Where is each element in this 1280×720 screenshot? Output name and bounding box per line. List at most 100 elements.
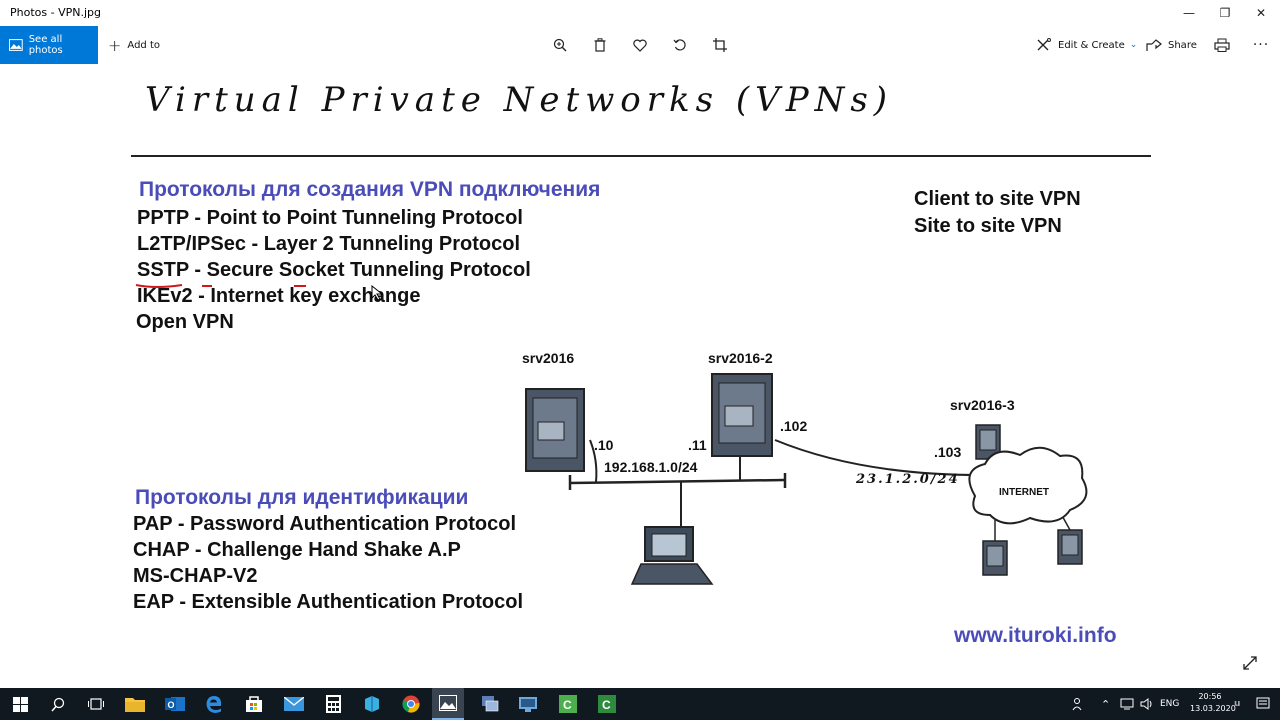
volume-control[interactable]	[1140, 688, 1154, 720]
internet-cloud	[968, 446, 1088, 525]
delete-button[interactable]	[591, 36, 609, 54]
network-status[interactable]	[1120, 688, 1134, 720]
vpn-protocol-sstp: SSTP - Secure Socket Tunneling Protocol	[137, 259, 531, 281]
speaker-icon	[1140, 698, 1152, 710]
taskbar-camtasia[interactable]: C	[556, 692, 580, 716]
label-srv2016-3: srv2016-3	[950, 397, 1015, 413]
outlook-icon: O	[165, 697, 185, 711]
taskbar-photos[interactable]	[432, 688, 464, 720]
more-options-button[interactable]: ···	[1252, 36, 1270, 54]
taskbar-outlook[interactable]: O	[163, 692, 187, 716]
mail-icon	[284, 697, 304, 711]
title-bar: Photos - VPN.jpg — ❐ ✕	[0, 0, 1280, 26]
photos-icon	[9, 39, 23, 51]
folder-icon	[125, 698, 145, 712]
minimize-button[interactable]: —	[1172, 0, 1206, 26]
crop-icon	[713, 38, 727, 52]
search-button[interactable]	[46, 692, 70, 716]
vpn-type-client-to-site: Client to site VPN	[914, 188, 1081, 210]
expand-icon	[1243, 656, 1257, 670]
rotate-button[interactable]	[671, 36, 689, 54]
vpn-protocols-heading: Протоколы для создания VPN подключения	[139, 178, 601, 201]
laptop	[630, 526, 714, 585]
taskbar-edge[interactable]	[202, 692, 226, 716]
clock-time: 20:56	[1198, 692, 1222, 701]
calculator-icon	[325, 695, 341, 713]
vpn-protocol-pptp: PPTP - Point to Point Tunneling Protocol	[137, 207, 523, 229]
azure-icon	[365, 696, 379, 712]
taskbar-hyperv[interactable]	[516, 692, 540, 716]
server-srv2016-3	[975, 424, 1001, 460]
start-button[interactable]	[8, 692, 32, 716]
server-internet-left	[982, 540, 1008, 576]
fullscreen-button[interactable]	[1242, 655, 1258, 675]
chrome-icon	[402, 695, 420, 713]
taskbar-store[interactable]	[242, 692, 266, 716]
task-view-button[interactable]	[84, 692, 108, 716]
close-button[interactable]: ✕	[1244, 0, 1278, 26]
server-srv2016-2	[711, 373, 773, 457]
wan-link	[774, 439, 981, 476]
window-title: Photos - VPN.jpg	[10, 6, 101, 19]
tray-overflow-button[interactable]: ⌃	[1101, 688, 1110, 720]
people-icon	[1072, 698, 1082, 711]
zoom-button[interactable]	[551, 36, 569, 54]
plus-icon: +	[108, 35, 122, 55]
vpn-type-site-to-site: Site to site VPN	[914, 215, 1062, 237]
server-srv2016	[525, 388, 585, 472]
people-button[interactable]	[1072, 688, 1086, 720]
auth-protocol-chap: CHAP - Challenge Hand Shake A.P	[133, 539, 461, 561]
print-icon	[1214, 38, 1230, 52]
input-language[interactable]: ENG	[1160, 688, 1179, 720]
taskbar-chrome[interactable]	[399, 692, 423, 716]
auth-protocols-heading: Протоколы для идентификации	[135, 486, 469, 509]
see-all-photos-button[interactable]: See all photos	[0, 26, 98, 64]
svg-text:C: C	[602, 698, 611, 712]
restore-button[interactable]: ❐	[1208, 0, 1242, 26]
taskbar-calculator[interactable]	[321, 692, 345, 716]
restore-icon: ❐	[1219, 6, 1231, 20]
auth-protocol-mschap: MS-CHAP-V2	[133, 565, 258, 587]
edit-create-label: Edit & Create	[1058, 39, 1125, 51]
udemy-watermark: u	[1234, 688, 1240, 720]
slide-title: Virtual Private Networks (VPNs)	[145, 80, 894, 120]
more-icon: ···	[1252, 37, 1270, 53]
mouse-cursor-icon	[371, 284, 384, 301]
chevron-down-icon: ⌄	[1129, 40, 1138, 50]
title-divider	[131, 155, 1151, 157]
photos-app-icon	[439, 695, 457, 711]
label-internet: INTERNET	[999, 487, 1049, 498]
label-srv2016: srv2016	[522, 350, 575, 366]
network-diagram	[525, 373, 1088, 585]
zoom-icon	[553, 38, 567, 52]
lan-bus	[569, 478, 786, 485]
label-lan-subnet: 192.168.1.0/24	[604, 459, 698, 475]
print-button[interactable]	[1213, 36, 1231, 54]
camtasia-icon: C	[559, 695, 577, 713]
share-button[interactable]: Share	[1146, 26, 1197, 64]
clock-date: 13.03.2020	[1190, 704, 1236, 713]
label-ip-102: .102	[780, 418, 808, 434]
share-icon	[1146, 39, 1162, 51]
label-wan-subnet: 23.1.2.0/24	[856, 472, 960, 487]
taskbar-camtasia-recorder[interactable]: C	[595, 692, 619, 716]
auth-protocol-pap: PAP - Password Authentication Protocol	[133, 513, 517, 535]
notification-center-button[interactable]	[1256, 688, 1270, 720]
close-icon: ✕	[1255, 6, 1267, 20]
crop-button[interactable]	[711, 36, 729, 54]
taskbar-explorer[interactable]	[123, 692, 147, 716]
task-view-icon	[88, 698, 104, 710]
language-label: ENG	[1160, 699, 1180, 709]
slide-image	[128, 72, 1152, 647]
network-tool-icon	[482, 696, 499, 712]
edge-icon	[206, 696, 222, 713]
edit-create-button[interactable]: Edit & Create ⌄	[1036, 26, 1137, 64]
taskbar-network-tool[interactable]	[478, 692, 502, 716]
taskbar-azure[interactable]	[360, 692, 384, 716]
favorite-button[interactable]	[631, 36, 649, 54]
taskbar-mail[interactable]	[282, 692, 306, 716]
system-clock[interactable]: 20:56 13.03.2020	[1190, 691, 1236, 715]
add-to-button[interactable]: + Add to	[108, 26, 160, 64]
auth-protocol-eap: EAP - Extensible Authentication Protocol	[133, 591, 524, 613]
see-all-label: See all photos	[28, 34, 63, 56]
